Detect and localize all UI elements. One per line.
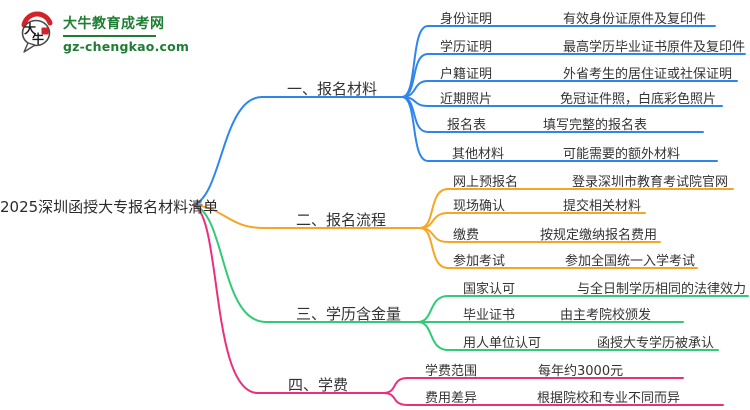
branch-3-item-1-label: 费用差异 — [425, 391, 478, 406]
brand-title: 大牛教育成考网 — [63, 15, 165, 32]
branch-2-item-1-label: 毕业证书 — [463, 308, 516, 323]
branch-3-item-0-label: 学费范围 — [425, 364, 478, 379]
branch-0-item-0-desc: 有效身份证原件及复印件 — [563, 12, 707, 27]
branch-1-item-3-line — [419, 227, 698, 269]
branch-3-label: 四、学费 — [288, 376, 349, 394]
branch-0-item-2-desc: 外省考生的居住证或社保证明 — [563, 67, 733, 82]
branch-0-label: 一、报名材料 — [287, 80, 378, 98]
root-title: 2025深圳函授大专报名材料清单 — [0, 198, 219, 216]
branch-1-item-1-desc: 提交相关材料 — [563, 199, 642, 214]
branch-1-item-0-label: 网上预报名 — [453, 175, 519, 190]
branch-0-item-3-label: 近期照片 — [440, 92, 493, 107]
branch-0-item-5-desc: 可能需要的额外材料 — [563, 147, 681, 162]
brand-divider — [63, 34, 156, 37]
site-logo: 大 牛 大牛教育成考网 gz-chengkao.com — [18, 10, 189, 56]
branch-2-label: 三、学历含金量 — [296, 305, 402, 323]
branch-0-main-line — [192, 96, 403, 206]
branch-2-main-line — [192, 204, 419, 323]
branch-2-item-2-line — [417, 321, 719, 351]
branch-0-item-4-label: 报名表 — [447, 118, 487, 133]
branch-0-item-2-label: 户籍证明 — [440, 67, 493, 82]
branch-1-item-2-label: 缴费 — [453, 228, 480, 243]
branch-3-item-1-desc: 根据院校和专业不同而异 — [537, 391, 681, 406]
branch-0-item-3-desc: 免冠证件照，白底彩色照片 — [560, 92, 717, 107]
branch-2-item-2-label: 用人单位认可 — [463, 336, 542, 351]
branch-0-item-4-desc: 填写完整的报名表 — [543, 118, 648, 133]
branch-1-label: 二、报名流程 — [296, 211, 387, 229]
branch-1-main-line — [192, 204, 421, 229]
branch-3-main-line — [192, 204, 384, 394]
branch-0-item-1-desc: 最高学历毕业证书原件及复印件 — [563, 40, 746, 55]
branch-2-item-1-desc: 由主考院校颁发 — [560, 308, 652, 323]
branch-0-item-1-label: 学历证明 — [440, 40, 493, 55]
branch-2-item-0-label: 国家认可 — [463, 282, 516, 297]
branch-1-item-3-desc: 参加全国统一入学考试 — [565, 254, 696, 269]
branch-0-item-5-line — [401, 96, 718, 162]
brand-domain: gz-chengkao.com — [63, 38, 190, 54]
branch-2-item-0-desc: 与全日制学历相同的法律效力 — [577, 282, 747, 297]
branch-3-item-0-desc: 每年约3000元 — [538, 364, 624, 379]
branch-0-item-0-line — [401, 25, 716, 98]
branch-1-item-3-label: 参加考试 — [453, 254, 506, 269]
bull-speech-bubble-icon: 大 牛 — [21, 11, 53, 53]
branch-0-item-0-label: 身份证明 — [440, 12, 493, 27]
branch-3-item-1-line — [382, 392, 724, 406]
logo-text-block: 大牛教育成考网 gz-chengkao.com — [63, 13, 189, 54]
logo-char-da: 大 — [24, 21, 36, 36]
branch-1-item-2-desc: 按规定缴纳报名费用 — [540, 228, 658, 243]
branch-1-item-0-desc: 登录深圳市教育考试院官网 — [572, 175, 729, 190]
logo-char-niu: 牛 — [32, 31, 44, 46]
branch-2-item-2-desc: 函授大专学历被承认 — [597, 336, 715, 351]
branch-1-item-1-label: 现场确认 — [453, 199, 506, 214]
branch-0-item-5-label: 其他材料 — [452, 147, 505, 162]
